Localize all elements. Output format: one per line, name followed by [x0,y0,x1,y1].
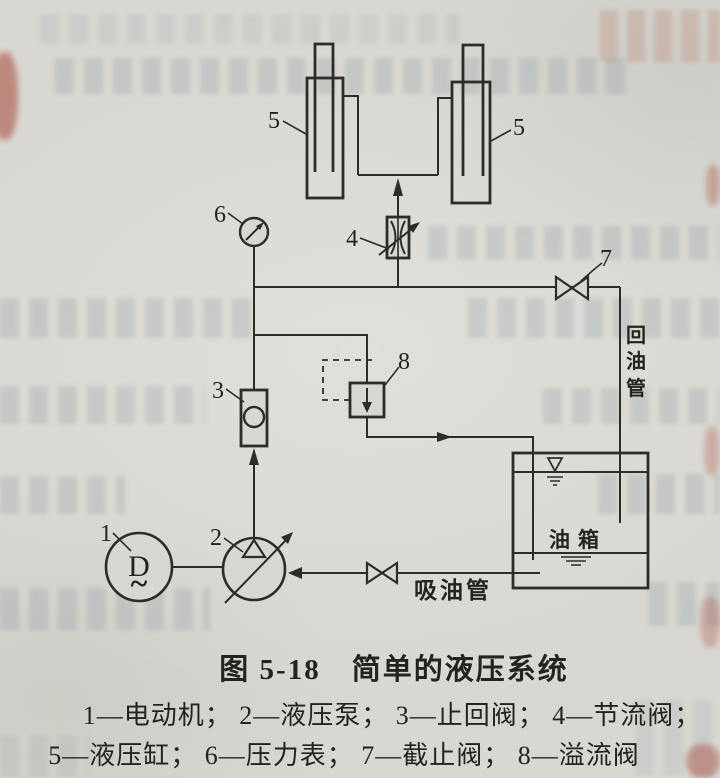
stop-valve [554,274,590,302]
relief-valve-arrow-head [362,402,372,413]
callout-pressure-gauge: 6 [214,202,226,228]
check-valve [239,388,269,448]
return-pipe-char-3: 管 [626,376,646,400]
callout-throttle-valve: 4 [346,226,358,252]
oil-level-triangle-icon [546,457,564,473]
cylinder-left-body [305,76,345,200]
relief-pilot-dashed-line [322,359,372,401]
callout-cylinder-left: 5 [268,108,280,134]
callout-leader-lines [112,120,603,553]
leader-5-right [490,129,512,142]
bleedthrough-artifact [40,14,460,44]
callout-stop-valve: 7 [600,246,612,272]
callout-relief-valve: 8 [398,349,410,375]
oil-tank-label: 油箱 [549,528,607,552]
oil-tank-body [511,451,650,590]
bleedthrough-artifact [598,474,720,514]
relief-valve [348,381,386,419]
hydraulic-pump [221,532,293,604]
motor-body [104,531,174,603]
callout-check-valve: 3 [212,378,224,404]
check-valve-ball-icon [242,405,266,429]
stop-valve-left-wing [554,274,574,302]
pump-variable-arrow-head [281,532,293,544]
leader-4 [359,237,390,250]
oil-tank [511,451,650,590]
pump-outlet-triangle-icon [240,537,268,559]
bleedthrough-artifact [0,588,210,630]
suction-valve-right-wing [380,560,399,586]
throttle-adjust-arrow-shaft [378,226,415,256]
pipe-text-labels: 油箱 吸油管 回 油 管 [414,324,646,603]
gauge-needle-icon [245,225,261,241]
bleedthrough-artifact [428,226,720,260]
bleedthrough-artifact [0,476,125,514]
leader-2 [223,537,244,553]
arrow-into-check-valve [249,448,259,465]
leader-3 [225,388,245,403]
throttle-adjust-arrow-head [408,222,420,233]
stop-valve-right-wing [570,274,590,302]
throttle-arc-left [390,220,397,255]
leader-8 [384,366,400,386]
bleedthrough-artifact [543,388,720,424]
arrow-relief-to-tank [437,432,452,442]
suction-pipe-label: 吸油管 [414,577,492,603]
leader-1 [112,532,132,552]
bleedthrough-artifact [0,386,205,424]
flow-arrows [249,178,452,579]
bleedthrough-artifact [468,298,720,338]
callout-cylinder-right: 5 [513,115,525,141]
callout-numbers: 1 2 3 4 5 5 6 7 8 [100,108,612,551]
pipe-cylinder-right [437,97,452,175]
return-pipe-label: 回 油 管 [626,324,646,400]
figure-caption: 图 5-18 简单的液压系统 [219,654,569,686]
arrow-into-pump [288,567,302,579]
pipe-cylinder-left [343,95,359,175]
suction-valve-left-wing [365,560,384,586]
hydraulic-cylinder-right [450,43,492,205]
pump-variable-arrow-shaft [224,538,288,604]
cylinder-left-piston-rod [313,42,335,172]
callout-pump: 2 [210,525,222,551]
cylinder-right-body [450,80,492,205]
motor-letter: D [128,550,150,583]
hydraulic-cylinder-left [305,42,345,200]
pipe-relief-outlet [366,417,534,560]
suction-shutoff-valve [365,560,399,586]
cylinder-right-piston-rod [461,43,485,176]
oil-level-marks2-icon [561,556,591,566]
bleedthrough-artifact [0,736,90,778]
leader-7 [580,262,603,282]
pressure-gauge [238,216,270,248]
motor-wave-symbol: ~ [131,565,148,601]
red-stain [704,426,720,476]
return-pipe-char-1: 回 [626,324,646,347]
leader-6 [227,212,244,225]
arrow-to-cylinders [393,178,403,196]
red-stain [0,52,18,140]
throttle-valve [378,215,420,260]
gauge-needle-tip [256,222,264,230]
bleedthrough-artifact [0,298,258,338]
return-pipe-char-2: 油 [626,349,646,373]
pipe-relief-inlet [254,334,368,383]
red-stain [706,164,720,206]
electric-motor: D ~ [104,531,174,603]
figure-legend-line2: 5—液压缸； 6—压力表； 7—截止阀； 8—溢流阀 [48,741,640,770]
callout-motor: 1 [100,521,112,547]
pipe-lines [172,95,621,574]
bleedthrough-artifact [600,10,720,62]
leader-5-left [282,120,307,135]
red-stain [700,596,720,648]
bleedthrough-artifact [648,582,720,626]
figure-legend-line1: 1—电动机； 2—液压泵； 3—止回阀； 4—节流阀； [82,701,702,730]
bleedthrough-artifact [635,700,720,776]
red-stain [686,744,720,778]
oil-level-marks-icon [547,476,563,486]
